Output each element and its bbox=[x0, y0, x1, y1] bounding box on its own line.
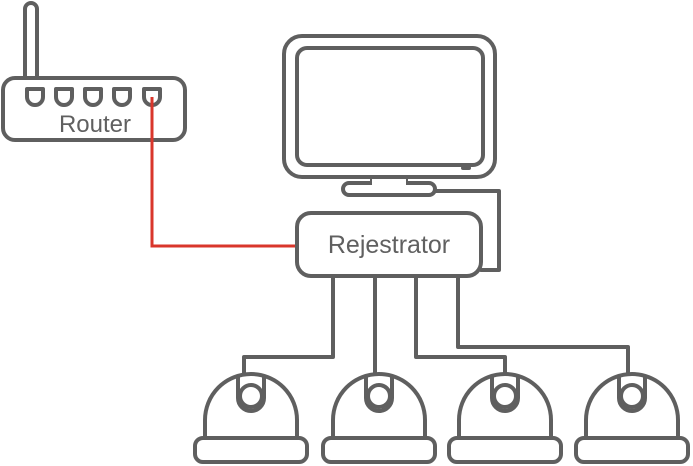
router: Router bbox=[1, 1, 187, 142]
router-label: Router bbox=[59, 111, 131, 138]
camera-icon bbox=[321, 372, 437, 464]
camera-icon bbox=[193, 372, 309, 464]
router-ports bbox=[25, 87, 162, 107]
video-cable bbox=[432, 189, 501, 272]
camera-icon bbox=[447, 372, 563, 464]
recorder: Rejestrator bbox=[295, 211, 483, 278]
camera-icon bbox=[574, 372, 690, 464]
recorder-label: Rejestrator bbox=[328, 231, 450, 259]
camera-cables bbox=[242, 274, 630, 376]
monitor-icon bbox=[282, 34, 501, 272]
antenna-icon bbox=[23, 1, 39, 85]
network-cable bbox=[150, 97, 297, 248]
